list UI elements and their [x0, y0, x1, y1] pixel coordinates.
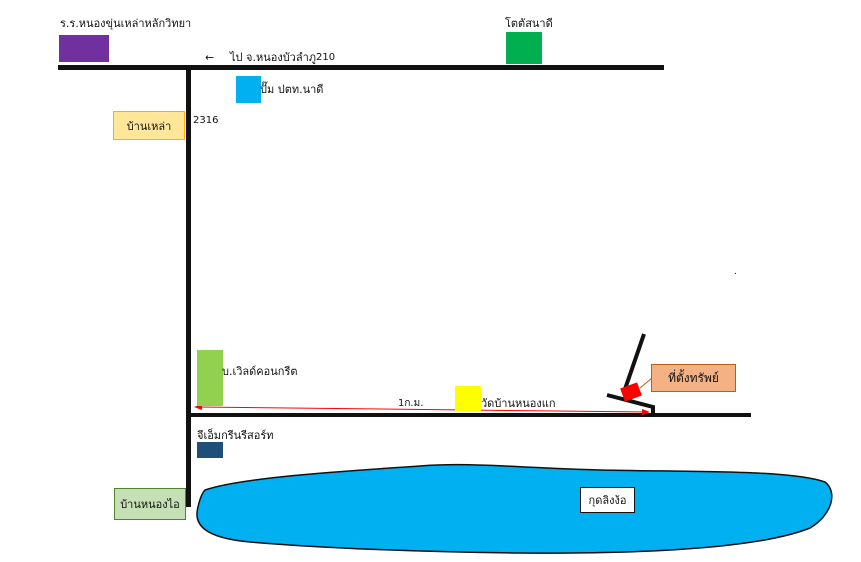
lake-label: กุดลิงง้อ	[580, 487, 635, 513]
distance-label: 1ก.ม.	[398, 398, 424, 409]
lake-shape	[196, 463, 833, 554]
route-2316-label: 2316	[193, 115, 219, 126]
gas-station-marker	[236, 76, 261, 103]
gas-station-label: ปั๊ม ปตท.นาดี	[260, 83, 324, 96]
arrow-head-right	[642, 409, 650, 415]
property-leader-line	[639, 377, 653, 389]
concrete-marker	[197, 350, 223, 406]
property-access-road	[606, 393, 655, 416]
road-2316	[186, 67, 191, 507]
property-marker	[620, 382, 642, 402]
road-lower	[188, 413, 751, 417]
ban-nong-ai-tag: บ้านหนองไอ	[114, 488, 186, 520]
ban-lao-tag: บ้านเหล่า	[113, 111, 185, 140]
resort-label: จีเอ็มกรีนรีสอร์ท	[197, 429, 274, 442]
resort-marker	[197, 442, 223, 458]
school-label: ร.ร.หนองขุ่นเหล่าหลักวิทยา	[60, 17, 192, 30]
property-side-road	[622, 333, 646, 393]
concrete-label: บ.เวิลด์คอนกรีต	[222, 365, 298, 378]
temple-label: วัดบ้านหนองแก	[481, 397, 556, 410]
road-210	[58, 65, 664, 70]
direction-label: ไป จ.หนองบัวลำภู	[230, 51, 317, 64]
temple-marker	[455, 386, 481, 411]
property-tag: ที่ตั้งทรัพย์	[651, 364, 736, 392]
top-right-marker	[506, 32, 542, 64]
top-right-label: โตตัสนาดี	[505, 17, 553, 30]
route-210-label: 210	[316, 52, 336, 63]
direction-arrow: ←	[205, 51, 215, 64]
school-marker	[59, 35, 109, 62]
dot-mark: .	[734, 267, 737, 277]
distance-arrow	[197, 406, 647, 413]
